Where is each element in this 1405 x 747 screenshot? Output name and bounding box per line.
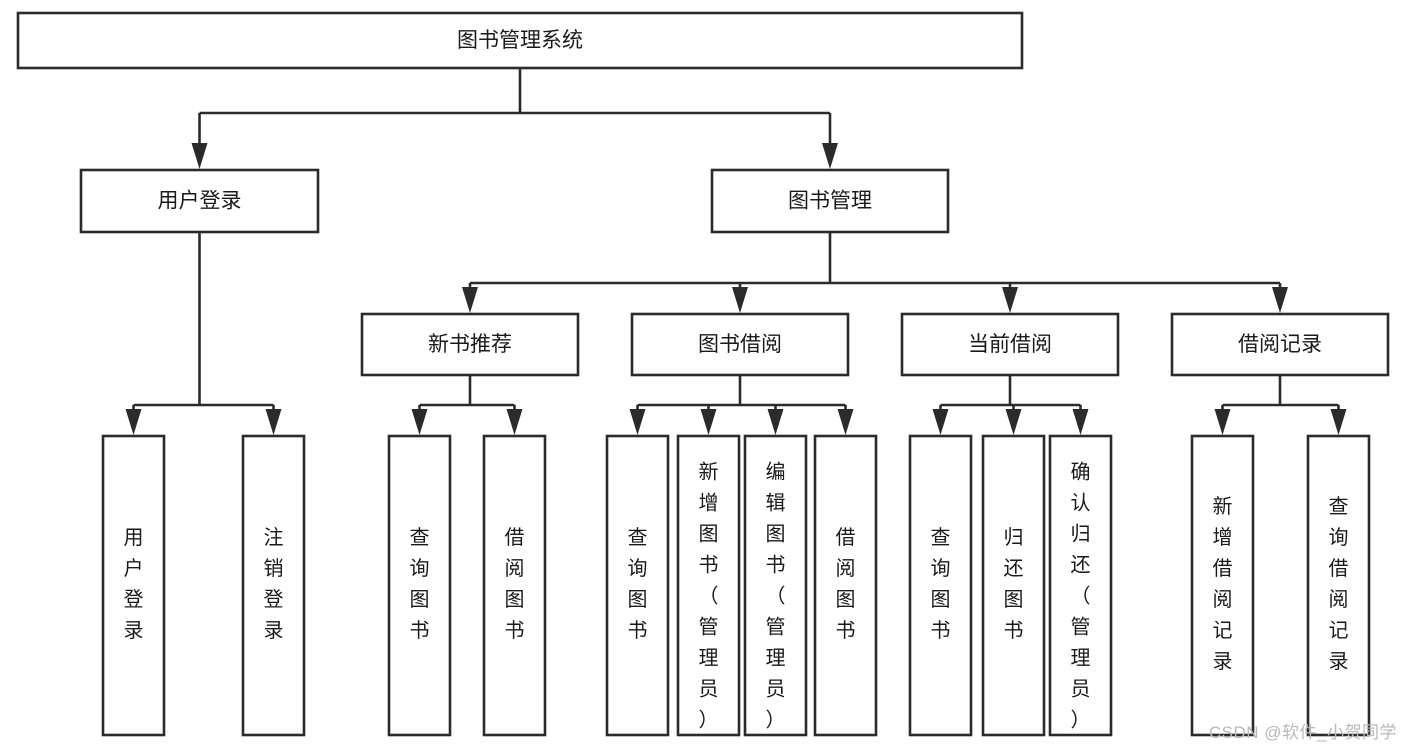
arrow-head-icon: [125, 409, 142, 435]
node-label: 编辑图书（管理员）: [766, 461, 786, 732]
node-label: 借阅图书: [836, 526, 856, 642]
arrow-head-icon: [462, 287, 478, 313]
node-label: 新增图书（管理员）: [699, 461, 719, 732]
node-box: [605, 434, 670, 737]
arrow-head-icon: [1002, 287, 1018, 313]
arrow-head-icon: [629, 409, 646, 435]
node-box: [676, 434, 741, 737]
node-box: [101, 434, 166, 737]
node-label: 查询图书: [410, 526, 430, 642]
node-leaf-edit-book[interactable]: 编辑图书（管理员）: [743, 434, 808, 737]
node-label: 新增借阅记录: [1213, 495, 1233, 673]
node-leaf-return-book[interactable]: 归还图书: [981, 434, 1046, 737]
node-box: [908, 434, 973, 737]
node-box: [1306, 434, 1371, 737]
node-leaf-confirm-return[interactable]: 确认归还（管理员）: [1048, 434, 1113, 737]
node-box: [710, 168, 950, 234]
node-box: [900, 312, 1120, 377]
node-label: 查询图书: [931, 526, 951, 642]
node-box: [743, 434, 808, 737]
arrow-head-icon: [1330, 409, 1347, 435]
arrow-head-icon: [932, 409, 949, 435]
node-label: 用户登录: [158, 190, 242, 213]
node-box: [482, 434, 547, 737]
node-root[interactable]: 图书管理系统: [16, 11, 1024, 70]
arrow-head-icon: [191, 143, 208, 169]
node-label: 图书借阅: [698, 333, 782, 356]
node-label: 借阅记录: [1238, 333, 1322, 356]
node-box: [1170, 312, 1390, 377]
node-box: [16, 11, 1024, 70]
arrow-head-icon: [837, 409, 854, 435]
arrow-head-icon: [265, 409, 282, 435]
node-current-borrow[interactable]: 当前借阅: [900, 312, 1120, 377]
node-leaf-add-book[interactable]: 新增图书（管理员）: [676, 434, 741, 737]
node-label: 查询借阅记录: [1329, 495, 1349, 673]
node-label: 用户登录: [124, 527, 144, 642]
connector-layer: [125, 68, 1347, 435]
arrow-head-icon: [1214, 409, 1231, 435]
node-box: [813, 434, 878, 737]
node-layer: 图书管理系统用户登录图书管理新书推荐图书借阅当前借阅借阅记录用户登录注销登录查询…: [16, 11, 1390, 737]
node-leaf-borrow-book-rec[interactable]: 借阅图书: [482, 434, 547, 737]
node-new-book-rec[interactable]: 新书推荐: [360, 312, 580, 377]
node-box: [1190, 434, 1255, 737]
node-label: 当前借阅: [968, 333, 1052, 356]
node-borrow-record[interactable]: 借阅记录: [1170, 312, 1390, 377]
arrow-head-icon: [1005, 409, 1022, 435]
arrow-head-icon: [822, 143, 838, 169]
arrow-head-icon: [700, 409, 717, 435]
watermark-text: CSDN @软件_小贺同学: [1208, 723, 1397, 742]
node-label: 注销登录: [264, 526, 284, 642]
node-user-login[interactable]: 用户登录: [79, 168, 320, 234]
node-leaf-query-book-rec[interactable]: 查询图书: [387, 434, 452, 737]
node-label: 图书管理系统: [457, 29, 583, 52]
node-box: [1048, 434, 1113, 737]
node-label: 查询图书: [628, 526, 648, 642]
node-leaf-query-book-cur[interactable]: 查询图书: [908, 434, 973, 737]
node-box: [387, 434, 452, 737]
node-box: [79, 168, 320, 234]
arrow-head-icon: [1272, 287, 1288, 313]
node-leaf-query-book-borrow[interactable]: 查询图书: [605, 434, 670, 737]
node-label: 新书推荐: [428, 333, 512, 356]
arrow-head-icon: [732, 287, 748, 313]
arrow-head-icon: [1072, 409, 1089, 435]
node-label: 借阅图书: [505, 526, 525, 642]
arrow-head-icon: [506, 409, 523, 435]
node-label: 归还图书: [1004, 526, 1024, 642]
node-book-borrow[interactable]: 图书借阅: [630, 312, 850, 377]
arrow-head-icon: [411, 409, 428, 435]
node-leaf-user-logout[interactable]: 注销登录: [241, 434, 306, 737]
node-box: [630, 312, 850, 377]
node-book-manage[interactable]: 图书管理: [710, 168, 950, 234]
node-leaf-borrow-book[interactable]: 借阅图书: [813, 434, 878, 737]
node-leaf-user-login[interactable]: 用户登录: [101, 434, 166, 737]
node-box: [241, 434, 306, 737]
node-box: [360, 312, 580, 377]
node-leaf-query-record[interactable]: 查询借阅记录: [1306, 434, 1371, 737]
node-box: [981, 434, 1046, 737]
arrow-head-icon: [767, 409, 784, 435]
node-label: 图书管理: [788, 190, 872, 213]
node-leaf-add-record[interactable]: 新增借阅记录: [1190, 434, 1255, 737]
node-label: 确认归还（管理员）: [1071, 461, 1091, 732]
